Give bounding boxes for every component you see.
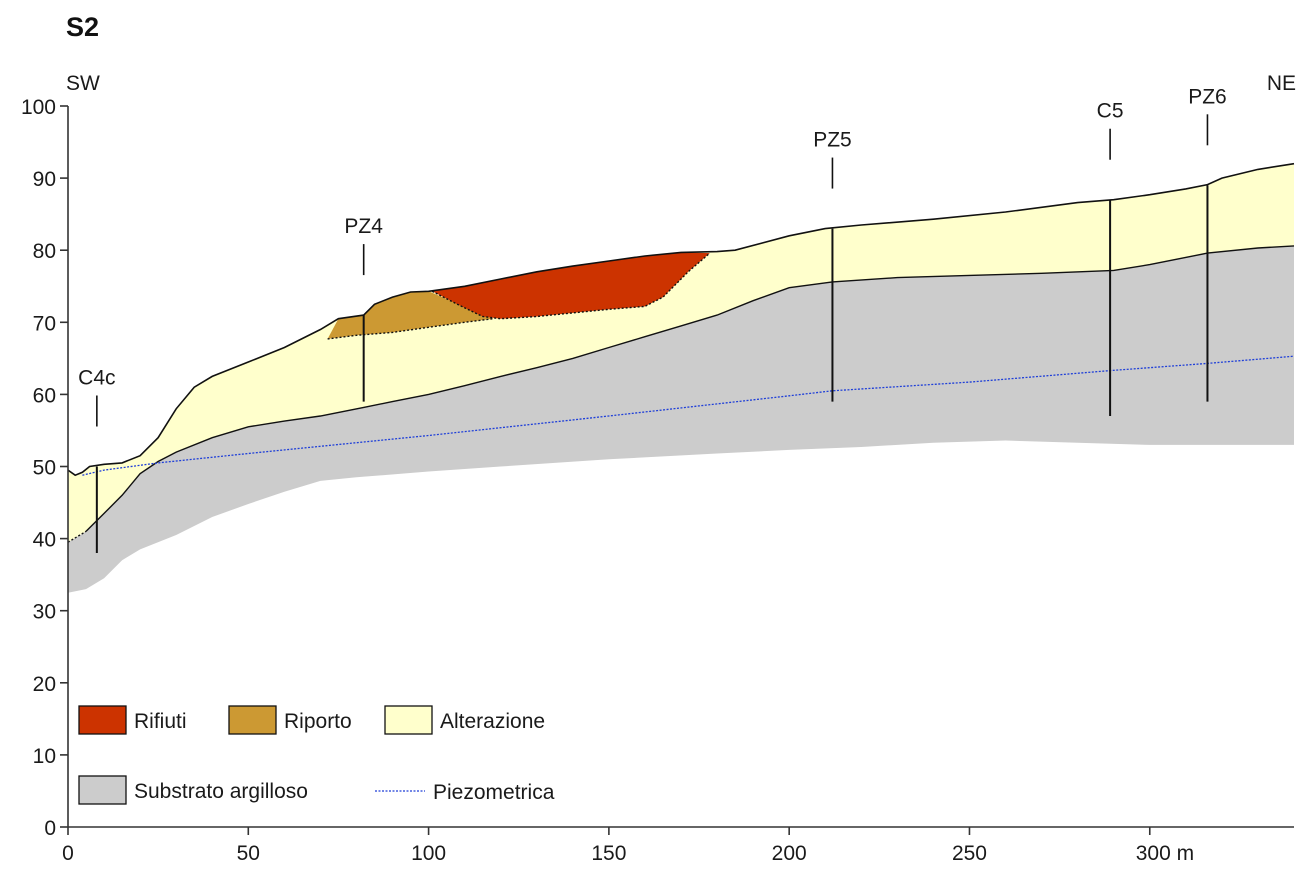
borehole-label: C5 xyxy=(1097,100,1124,123)
borehole-label: PZ6 xyxy=(1188,85,1227,108)
orientation-right-label: NE xyxy=(1267,72,1296,95)
legend-label: Riporto xyxy=(284,710,352,733)
legend-label: Substrato argilloso xyxy=(134,780,308,803)
borehole-c4c: C4c xyxy=(78,367,116,554)
rifiuti-area xyxy=(432,252,710,319)
borehole-pz6: PZ6 xyxy=(1188,85,1227,402)
left-contact-line xyxy=(67,530,87,543)
legend-swatch xyxy=(78,775,127,805)
y-tick-label: 100 xyxy=(21,96,56,119)
legend-label: Piezometrica xyxy=(433,781,555,804)
x-tick-label: 200 xyxy=(772,842,807,865)
x-tick-label: 150 xyxy=(591,842,626,865)
x-tick-label: 250 xyxy=(952,842,987,865)
x-tick-label: 0 xyxy=(62,842,74,865)
section-lines xyxy=(67,162,1295,543)
alterazione-area xyxy=(68,163,1294,543)
riporto-base-line xyxy=(327,318,494,340)
ground-surface-line xyxy=(67,162,1295,477)
legend-item-alterazione: Alterazione xyxy=(384,705,545,735)
legend-item-substrato: Substrato argilloso xyxy=(78,775,308,805)
y-tick-label: 20 xyxy=(33,673,56,696)
legend-item-piezometrica: Piezometrica xyxy=(375,781,555,804)
orientation-left-label: SW xyxy=(66,72,100,95)
borehole-label: PZ5 xyxy=(813,129,852,152)
legend-swatch xyxy=(78,705,127,735)
borehole-label: PZ4 xyxy=(344,215,383,238)
borehole-c5: C5 xyxy=(1097,100,1124,417)
borehole-label: C4c xyxy=(78,367,115,390)
x-tick-label: 50 xyxy=(237,842,260,865)
section-title: S2 xyxy=(66,12,99,42)
y-tick-label: 30 xyxy=(33,601,56,624)
y-tick-label: 40 xyxy=(33,529,56,552)
x-tick-label: 300 m xyxy=(1136,842,1194,865)
y-tick-label: 0 xyxy=(44,817,56,840)
boreholes: C4c PZ4 PZ5 C5 PZ6 xyxy=(78,85,1227,554)
axes: 0 10 20 30 40 50 60 70 80 90 100 0 50 100 150 200 250 300… xyxy=(21,96,1294,865)
y-tick-label: 90 xyxy=(33,168,56,191)
y-tick-label: 80 xyxy=(33,240,56,263)
legend-swatch xyxy=(228,705,277,735)
borehole-pz5: PZ5 xyxy=(813,129,852,402)
strata-layers xyxy=(68,163,1294,593)
legend-swatch xyxy=(384,705,433,735)
legend-item-rifiuti: Rifiuti xyxy=(78,705,187,735)
y-tick-label: 60 xyxy=(33,384,56,407)
y-tick-label: 50 xyxy=(33,457,56,480)
riporto-area xyxy=(327,291,494,339)
alterazione-base-line xyxy=(85,245,1295,532)
piezometric-line xyxy=(82,355,1295,476)
legend-item-riporto: Riporto xyxy=(228,705,352,735)
legend-label: Rifiuti xyxy=(134,710,187,733)
borehole-pz4: PZ4 xyxy=(344,215,383,402)
substrato-area xyxy=(68,245,1294,593)
y-tick-label: 10 xyxy=(33,745,56,768)
y-tick-label: 70 xyxy=(33,312,56,335)
legend-label: Alterazione xyxy=(440,710,545,733)
x-tick-label: 100 xyxy=(411,842,446,865)
